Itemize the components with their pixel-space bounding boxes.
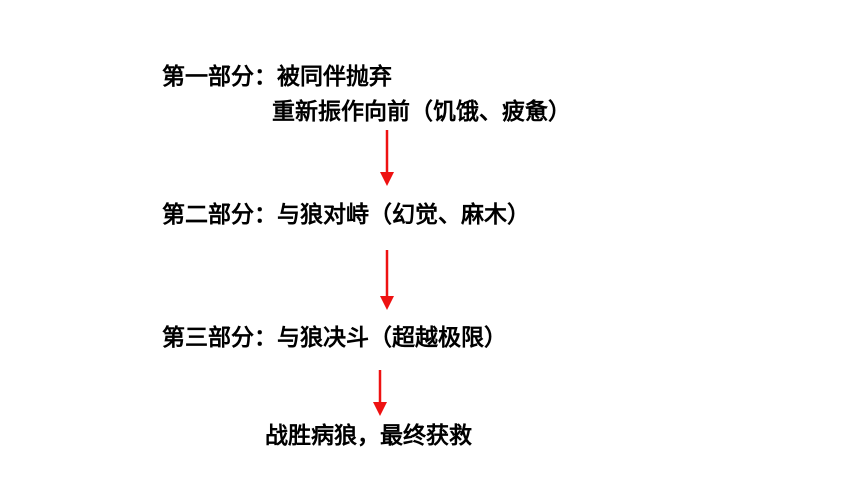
arrow-down-icon [370,370,390,416]
part-three-title: 第三部分：与狼决斗（超越极限） [162,325,507,351]
arrow-down-icon [377,130,397,186]
part-one-subtitle: 重新振作向前（饥饿、疲惫） [272,99,571,125]
arrow-down-icon [377,250,397,310]
final-outcome: 战胜病狼，最终获救 [265,423,472,449]
part-one-title: 第一部分：被同伴抛弃 [162,64,392,90]
part-two-title: 第二部分：与狼对峙（幻觉、麻木） [162,202,530,228]
